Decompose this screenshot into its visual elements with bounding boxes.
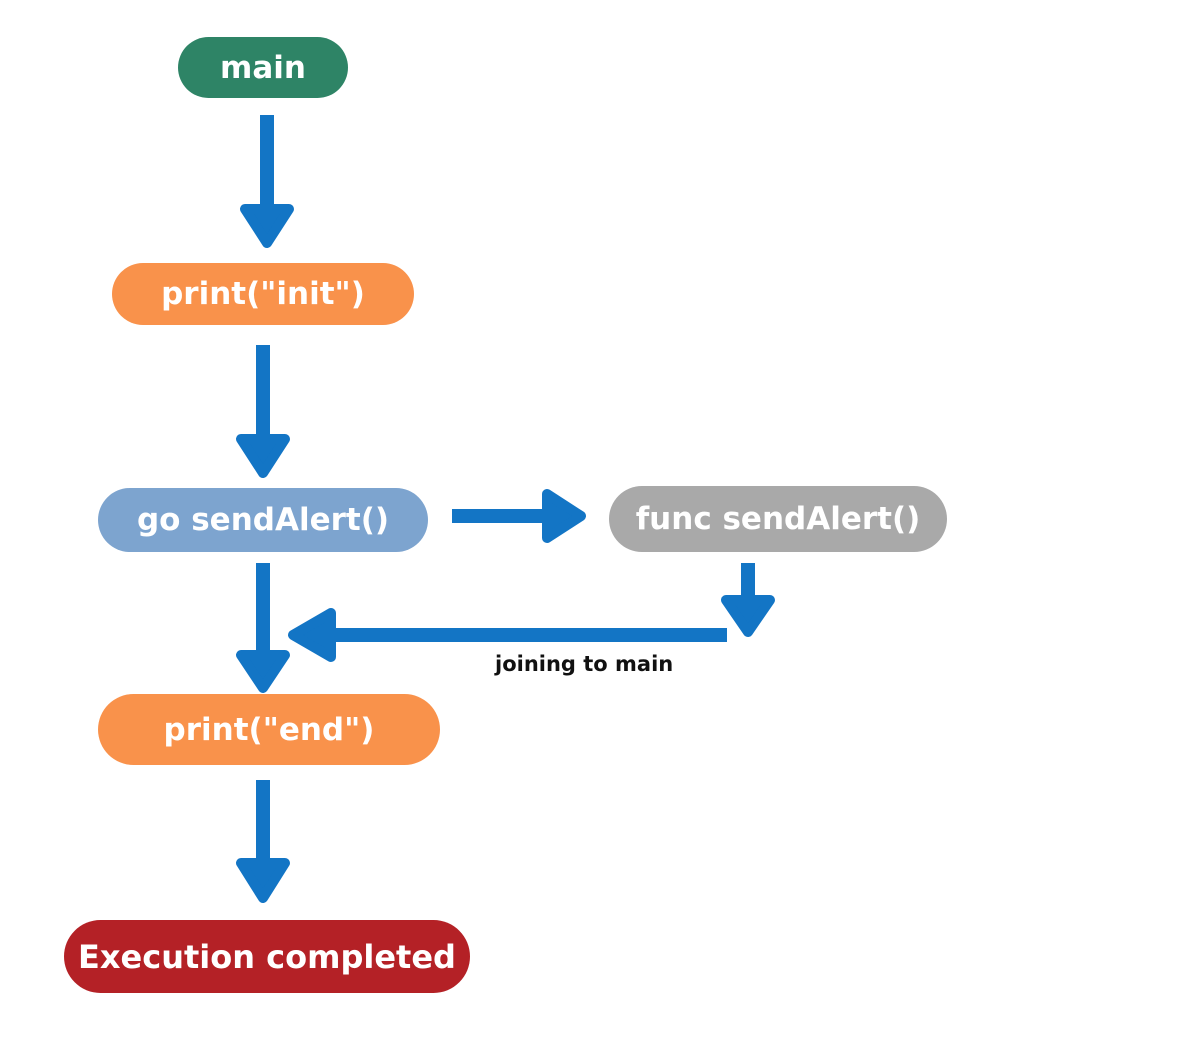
arrow-func-sendalert-down bbox=[721, 563, 775, 637]
edge-label-joining-to-main: joining to main bbox=[495, 652, 674, 676]
node-func-sendalert: func sendAlert() bbox=[609, 486, 947, 552]
node-go-sendalert: go sendAlert() bbox=[98, 488, 428, 552]
arrow-join-to-main bbox=[288, 608, 727, 662]
node-execution-completed: Execution completed bbox=[64, 920, 470, 993]
arrow-main-to-print-init bbox=[240, 115, 294, 248]
arrow-print-init-to-go-sendalert bbox=[236, 345, 290, 478]
node-print-init: print("init") bbox=[112, 263, 414, 325]
arrow-go-sendalert-to-print-end bbox=[236, 563, 290, 693]
arrow-print-end-to-execution-completed bbox=[236, 780, 290, 903]
node-main: main bbox=[178, 37, 348, 98]
arrow-go-sendalert-to-func-sendalert bbox=[452, 489, 586, 543]
node-print-end: print("end") bbox=[98, 694, 440, 765]
